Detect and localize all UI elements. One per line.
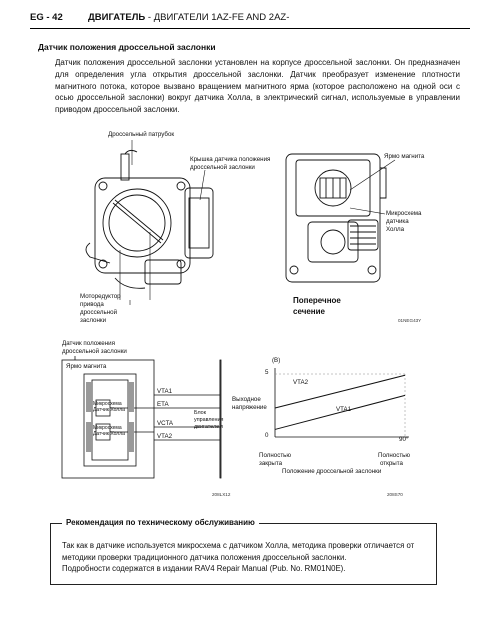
chart-x-tick-end: 90° [399, 436, 409, 443]
series-label-vta2: VTA2 [293, 379, 309, 386]
label-hall-ic-line3: Холла [386, 226, 405, 233]
service-note-title: Рекомендация по техническому обслуживани… [62, 518, 259, 527]
label-sensor-cover-line2: дроссельной заслонки [190, 164, 255, 171]
label-sensor-cover-line1: Крышка датчика положения [190, 156, 271, 163]
cross-section-drawing [285, 153, 387, 283]
service-note-line2: методики проверки традиционного датчика … [62, 552, 347, 562]
chart-y-tick-zero: 0 [265, 432, 269, 439]
ecu-label-line2: управления [194, 417, 224, 423]
label-hall-ic-line1: Микросхема [386, 210, 422, 217]
chart-xlabel: Положение дроссельной заслонки [282, 468, 382, 475]
label-motor-line3: дроссельной [80, 309, 118, 316]
chart-y-tick-top: 5 [265, 369, 269, 376]
label-throttle-body: Дроссельный патрубок [108, 131, 175, 138]
header-divider [30, 28, 470, 29]
page-header: EG - 42 ДВИГАТЕЛЬ - ДВИГАТЕЛИ 1AZ-FE AND… [30, 12, 470, 28]
ecu-label-line3: двигателем [194, 424, 223, 430]
page-title-bold: ДВИГАТЕЛЬ [88, 12, 146, 23]
page-title: ДВИГАТЕЛЬ - ДВИГАТЕЛИ 1AZ-FE AND 2AZ- [88, 12, 289, 23]
chart-code: 208S70 [387, 492, 403, 497]
label-hall1-line2: Датчик Холла [93, 407, 125, 413]
chart-x-start-line2: закрыта [259, 460, 283, 467]
series-line-vta2 [274, 374, 406, 409]
label-hall1-line1: Микросхема [93, 401, 122, 407]
label-hall-ic-line2: датчика [386, 218, 409, 225]
label-motor-line1: Моторедуктор [80, 293, 121, 300]
section-paragraph: Датчик положения дроссельной заслонки ус… [55, 58, 460, 115]
pin-vcta: VCTA [157, 420, 174, 427]
figure2-code: 208LX12 [212, 492, 231, 497]
label-motor-line4: заслонки [80, 317, 107, 324]
section-title: Датчик положения дроссельной заслонки [38, 42, 216, 52]
label-motor-line2: привода [80, 301, 104, 308]
label-magnet-yoke: Ярмо магнита [384, 153, 425, 160]
ecu-label-line1: Блок [194, 410, 207, 416]
label-hall2-line1: Микросхема [93, 425, 122, 431]
chart-x-end-line1: Полностью [378, 452, 411, 459]
label-tps-line1: Датчик положения [62, 340, 115, 347]
label-hall2-line2: Датчик Холла [93, 431, 125, 437]
label-yoke-diagram: Ярмо магнита [66, 363, 107, 370]
label-cross-section-line2: сечение [293, 307, 325, 316]
label-cross-section-line1: Поперечное [293, 296, 341, 305]
chart-y-unit: (В) [272, 357, 281, 364]
pin-vta1: VTA1 [157, 388, 173, 395]
figure1-code: 01NEG43Y [398, 318, 422, 323]
throttle-body-drawing [85, 149, 214, 289]
label-tps-line2: дроссельной заслонки [62, 348, 127, 355]
pin-eta: ETA [157, 401, 169, 408]
pin-vta2: VTA2 [157, 433, 173, 440]
service-note-line3: Подробности содержатся в издании RAV4 Re… [62, 564, 346, 573]
service-note-line1: Так как в датчике используется микросхем… [62, 541, 415, 550]
chart-x-end-line2: открыта [380, 460, 403, 467]
page-number: EG - 42 [30, 12, 63, 23]
chart-ylabel-line1: Выходное [232, 396, 261, 403]
chart-ylabel-line2: напряжение [232, 404, 267, 411]
page-title-rest: - ДВИГАТЕЛИ 1AZ-FE AND 2AZ- [145, 12, 290, 23]
series-label-vta1: VTA1 [336, 406, 352, 413]
chart-x-start-line1: Полностью [259, 452, 292, 459]
service-note-text: Так как в датчике используется микросхем… [62, 540, 422, 575]
series-line-vta1 [274, 394, 406, 430]
